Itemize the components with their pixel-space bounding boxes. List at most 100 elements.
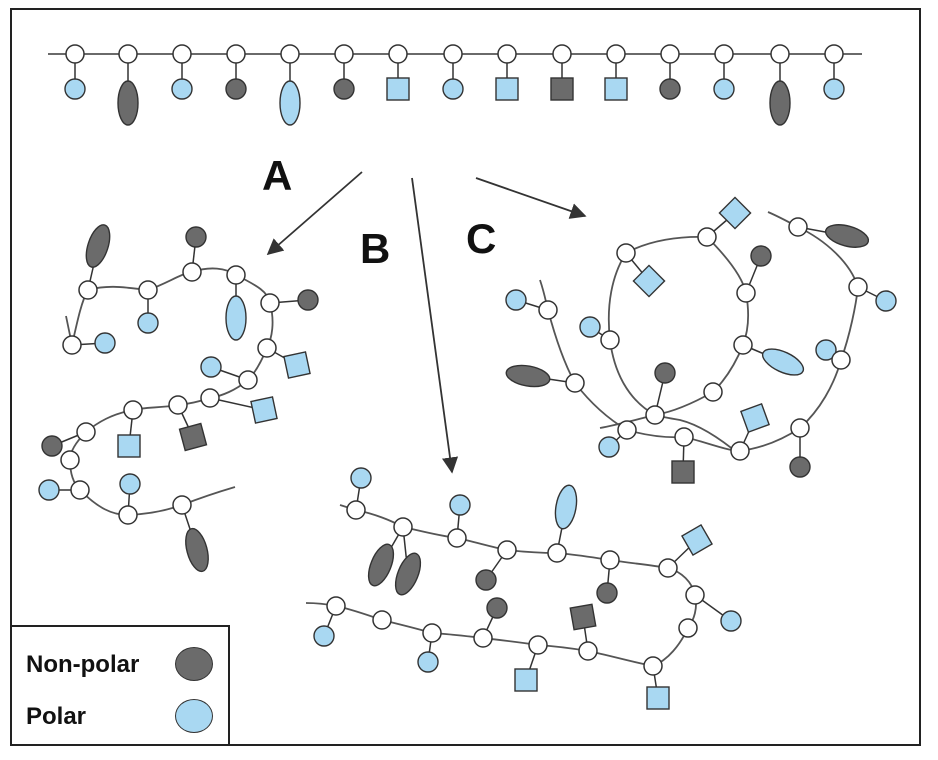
linear-chain-backbone-node (552, 44, 572, 64)
fold-a-backbone-node (168, 395, 188, 415)
fold-a-nonpolar-residue (297, 289, 319, 311)
linear-chain-backbone-node (497, 44, 517, 64)
fold-c-backbone-node (674, 427, 694, 447)
fold-c-backbone-node (565, 373, 585, 393)
fold-a-backbone-node (123, 400, 143, 420)
fold-a-polar-residue (137, 312, 159, 334)
fold-a-backbone-node (62, 335, 82, 355)
linear-chain-backbone-node (606, 44, 626, 64)
fold-b-backbone-node (393, 517, 413, 537)
fold-c-backbone-node (730, 441, 750, 461)
fold-c-backbone-node (788, 217, 808, 237)
fold-c-nonpolar-residue (505, 364, 551, 388)
fold-c-backbone-node (600, 330, 620, 350)
linear-chain-nonpolar-residue (333, 78, 355, 100)
fold-c-backbone-node (848, 277, 868, 297)
legend-polar-label: Polar (26, 703, 87, 730)
fold-b-backbone-node (447, 528, 467, 548)
fold-c-backbone-node (831, 350, 851, 370)
fold-a-backbone-node (118, 505, 138, 525)
arrow-b (411, 177, 459, 474)
fold-a-nonpolar-residue (185, 226, 207, 248)
fold-c-polar-residue (598, 436, 620, 458)
label-b: B (360, 225, 391, 272)
fold-b-polar-residue (350, 467, 372, 489)
fold-a-backbone-node (60, 450, 80, 470)
fold-a-polar-residue (225, 295, 247, 341)
fold-b-backbone-node (658, 558, 678, 578)
label-c: C (466, 215, 497, 262)
linear-chain-nonpolar-residue (550, 77, 574, 101)
linear-chain-nonpolar-residue (659, 78, 681, 100)
fold-c-polar-residue (505, 289, 527, 311)
fold-b-nonpolar-residue (486, 597, 508, 619)
fold-b-polar-residue (449, 494, 471, 516)
fold-b-polar-residue (514, 668, 538, 692)
fold-c-nonpolar-residue (789, 456, 811, 478)
fold-b-nonpolar-residue (367, 543, 395, 587)
legend-nonpolar-label: Non-polar (26, 651, 140, 678)
fold-b-backbone-node (326, 596, 346, 616)
fold-c-nonpolar-residue (671, 460, 695, 484)
fold-b-nonpolar-residue (569, 603, 597, 631)
fold-a-polar-residue (119, 473, 141, 495)
linear-chain-backbone-node (443, 44, 463, 64)
fold-c-backbone-node (736, 283, 756, 303)
fold-b-backbone (305, 504, 697, 667)
linear-chain-polar-residue (713, 78, 735, 100)
fold-a-backbone-node (182, 262, 202, 282)
fold-a-nonpolar-residue (41, 435, 63, 457)
linear-chain-nonpolar-residue (117, 80, 139, 126)
fold-c-polar-residue (579, 316, 601, 338)
linear-chain-polar-residue (386, 77, 410, 101)
fold-b-polar-residue (554, 484, 578, 530)
linear-chain-polar-residue (604, 77, 628, 101)
fold-b-polar-residue (681, 524, 713, 556)
fold-c-polar-residue (632, 264, 666, 298)
fold-b-backbone-node (600, 550, 620, 570)
fold-b-backbone-node (685, 585, 705, 605)
linear-chain-polar-residue (279, 80, 301, 126)
fold-a-backbone-node (70, 480, 90, 500)
fold-c-backbone-node (697, 227, 717, 247)
linear-chain-backbone-node (334, 44, 354, 64)
fold-a-backbone-node (226, 265, 246, 285)
fold-a-backbone-node (238, 370, 258, 390)
fold-b-backbone-node (547, 543, 567, 563)
linear-chain-polar-residue (495, 77, 519, 101)
linear-chain-backbone-node (172, 44, 192, 64)
fold-a-backbone-node (76, 422, 96, 442)
legend-nonpolar-swatch (175, 647, 213, 681)
fold-b-nonpolar-residue (394, 552, 422, 596)
fold-b-backbone-node (497, 540, 517, 560)
label-a: A (262, 152, 293, 199)
linear-chain-backbone-node (660, 44, 680, 64)
fold-b-backbone-node (422, 623, 442, 643)
linear-chain-backbone-node (226, 44, 246, 64)
fold-c-polar-residue (815, 339, 837, 361)
fold-c-polar-residue (740, 403, 770, 433)
linear-chain-backbone-node (388, 44, 408, 64)
fold-c-backbone-node (617, 420, 637, 440)
fold-c-backbone-node (703, 382, 723, 402)
fold-b-polar-residue (313, 625, 335, 647)
fold-a-nonpolar-residue (185, 527, 209, 573)
fold-c-nonpolar-residue (824, 224, 870, 248)
fold-a-polar-residue (94, 332, 116, 354)
legend-polar-swatch (175, 699, 213, 733)
fold-c-nonpolar-residue (750, 245, 772, 267)
fold-b-backbone-node (678, 618, 698, 638)
fold-a-polar-residue (283, 351, 311, 379)
fold-b-backbone-node (578, 641, 598, 661)
fold-c-backbone-node (616, 243, 636, 263)
arrow-c (475, 177, 587, 219)
legend-box: Non-polar Polar (10, 625, 230, 746)
fold-c-polar-residue (875, 290, 897, 312)
fold-a-polar-residue (38, 479, 60, 501)
fold-c-backbone-node (733, 335, 753, 355)
fold-b-polar-residue (646, 686, 670, 710)
fold-c-backbone-node (790, 418, 810, 438)
linear-chain-backbone-node (65, 44, 85, 64)
